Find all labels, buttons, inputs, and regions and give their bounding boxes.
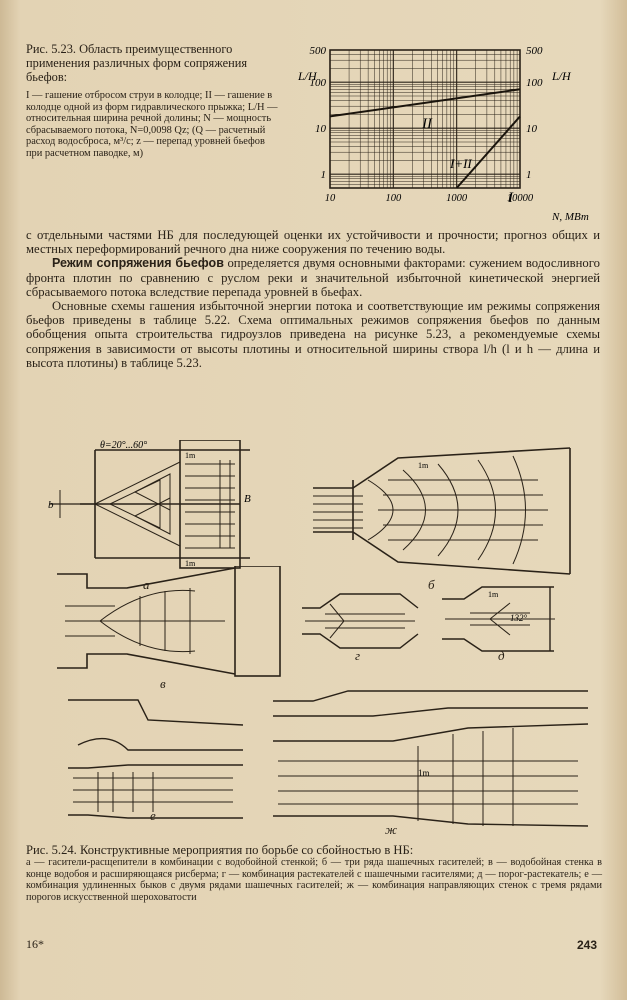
diagram-a-b-dim: b (48, 499, 54, 511)
paragraph-2-bold: Режим сопряжения бьефов (52, 256, 224, 271)
diagram-d-angle: 132° (510, 613, 528, 623)
chart-y-tick-right: 1 (526, 169, 532, 181)
paragraph-2: Режим сопряжения бьефов определяется дву… (26, 256, 600, 299)
paragraph-3: Основные схемы гашения избыточной энерги… (26, 299, 600, 370)
label-e: е (150, 808, 156, 823)
chart-x-tick-label: 100 (385, 193, 402, 204)
diagram-a-B-dim: B (244, 493, 251, 505)
diagram-a-angle: θ=20°...60° (100, 440, 147, 451)
diagram-a: θ=20°...60° b B 1m 1m (48, 440, 251, 569)
label-d: д (498, 648, 505, 663)
region-label-II: II (421, 116, 433, 132)
diagram-e (68, 699, 244, 819)
fig-5-23-chart: 10 100 1000 10000 1 10 100 500 1 10 100 500 L/H L/H… (297, 45, 589, 223)
chart-x-tick-label: 10 (325, 193, 336, 204)
body-text: с отдельными частями НБ для последующей … (26, 228, 600, 370)
diagram-v (57, 566, 281, 677)
chart-y-tick-left: 100 (310, 77, 327, 89)
label-g: г (355, 648, 361, 663)
page-signature: 16* (26, 937, 44, 951)
fig-5-23-caption: Рис. 5.23. Область преимущественного при… (26, 42, 248, 84)
chart-series-line-1 (329, 88, 521, 118)
diagram-zh: 1m (273, 690, 589, 827)
diagram-b: 1m (313, 447, 571, 575)
chart-y-tick-right: 10 (526, 123, 538, 135)
fig-5-24-caption: Рис. 5.24. Конструктивные мероприятия по… (26, 843, 414, 857)
chart-ticks: 10 100 1000 10000 1 10 100 500 1 10 100 500 (310, 45, 544, 204)
chart-y-tick-right: 100 (526, 77, 543, 89)
chart-x-tick-label: 1000 (446, 193, 468, 204)
chart-x-tick-label: 10000 (507, 193, 534, 204)
chart-y-tick-left: 500 (310, 45, 327, 57)
region-label-I: I (507, 190, 514, 206)
label-b: б (428, 577, 435, 592)
fig-5-23-text: Рис. 5.23. Область преимущественного при… (26, 42, 281, 160)
diagram-b-1m: 1m (418, 461, 429, 470)
chart-y-tick-left: 1 (321, 169, 327, 181)
diagram-d: 1m 132° (442, 586, 555, 652)
chart-y-tick-left: 10 (315, 123, 327, 135)
fig-5-24-description: а — гасители-расщепители в комбинации с … (26, 857, 602, 903)
paragraph-1: с отдельными частями НБ для последующей … (26, 228, 600, 257)
label-v: в (160, 676, 166, 691)
fig-5-24-text: Рис. 5.24. Конструктивные мероприятия по… (26, 843, 602, 903)
chart-ylabel-right: L/H (551, 69, 572, 83)
page-number: 243 (576, 938, 597, 952)
region-label-I-II: I+II (449, 156, 472, 171)
label-zh: ж (385, 822, 398, 837)
diagram-d-1m: 1m (488, 590, 499, 599)
diagram-g (302, 593, 419, 649)
chart-ylabel-left: L/H (297, 69, 318, 83)
paragraph-2-rest: определяется двумя основными факторами: … (26, 256, 600, 299)
fig-5-23-legend: I — гашение отбросом струи в колодце; II… (26, 90, 278, 159)
diagram-a-1m-top: 1m (185, 451, 196, 460)
diagram-a-1m-bottom: 1m (185, 559, 196, 568)
chart-series (329, 88, 521, 189)
chart-grid (329, 49, 521, 189)
diagram-zh-1m: 1m (418, 768, 430, 778)
chart-xlabel: N, МВт (551, 211, 589, 223)
chart-y-tick-right: 500 (526, 45, 543, 57)
chart-series-line-2 (455, 115, 521, 189)
